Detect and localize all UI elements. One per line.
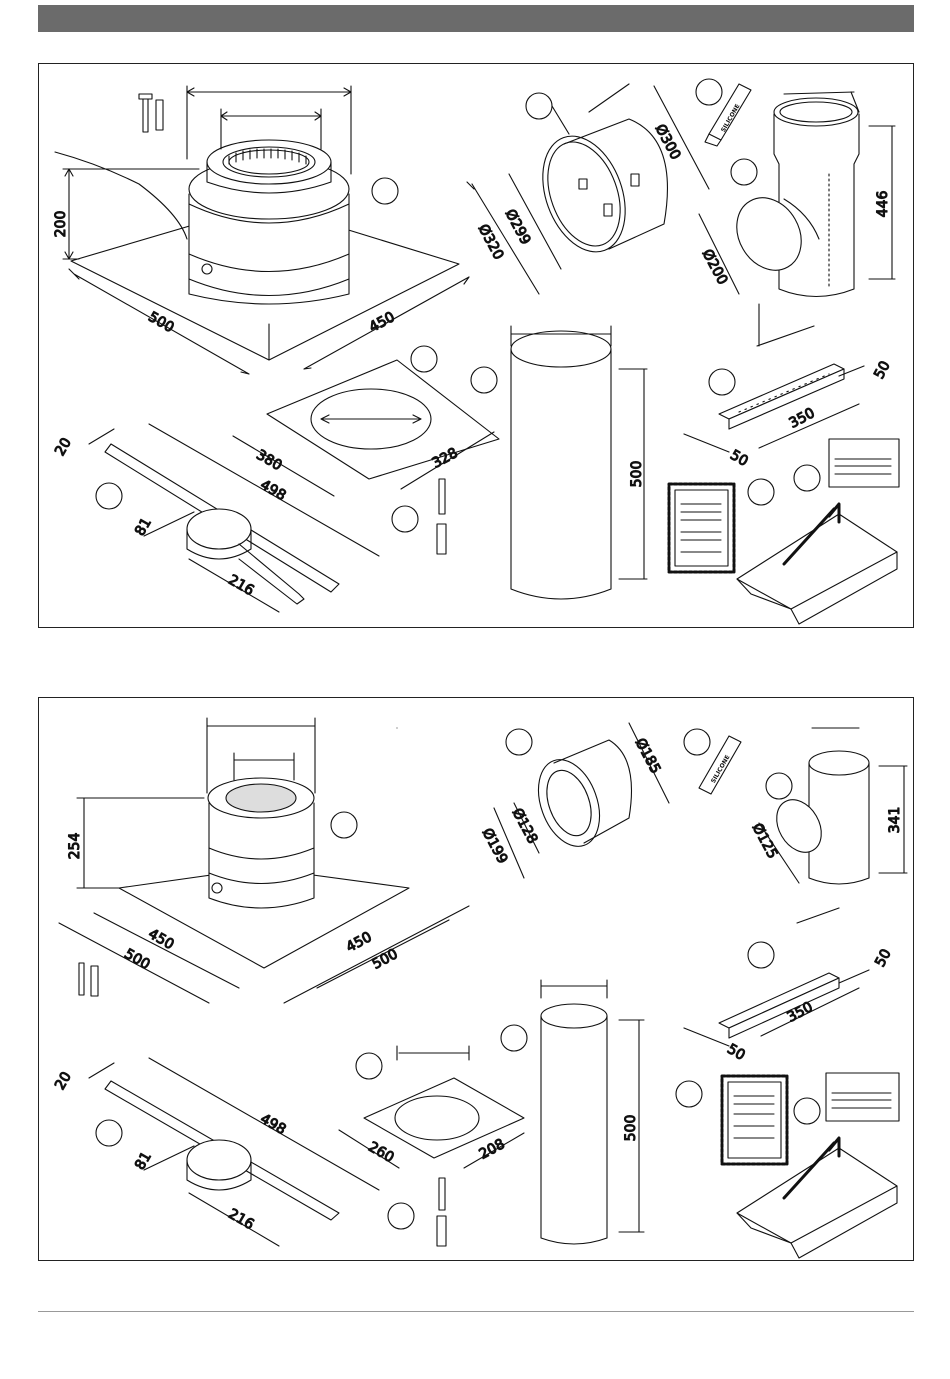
dim-band-20: 20 bbox=[52, 435, 75, 458]
dim-plate-500a: 500 bbox=[121, 946, 152, 973]
dim-tee-d125: Ø125 bbox=[749, 821, 781, 862]
instruction-documents bbox=[722, 1076, 787, 1164]
callout-circle bbox=[748, 479, 774, 505]
dim-plate-450: 450 bbox=[367, 309, 398, 336]
straight-pipe bbox=[541, 1004, 607, 1244]
callout-circle bbox=[748, 942, 774, 968]
callout-circle bbox=[372, 178, 398, 204]
dim-height-254: 254 bbox=[67, 833, 83, 860]
dim-band-81: 81 bbox=[132, 1149, 155, 1172]
dim-pipe-500: 500 bbox=[629, 461, 645, 488]
wall-plate bbox=[267, 360, 499, 479]
screw-and-plug-icon bbox=[79, 963, 98, 996]
callout-circle bbox=[506, 729, 532, 755]
callout-circle bbox=[356, 1053, 382, 1079]
callout-circle bbox=[731, 159, 757, 185]
dim-tee-341: 341 bbox=[887, 807, 903, 834]
callout-circle bbox=[766, 773, 792, 799]
dim-rail-50b: 50 bbox=[871, 358, 893, 381]
dim-plate-380: 380 bbox=[253, 447, 284, 474]
callout-circle bbox=[96, 1120, 122, 1146]
dim-d128: Ø128 bbox=[509, 806, 541, 847]
dim-d185: Ø185 bbox=[632, 736, 664, 777]
adapter-sleeve bbox=[528, 119, 668, 263]
screw-and-plug-icon bbox=[437, 1178, 446, 1246]
dim-rail-50a: 50 bbox=[727, 447, 750, 470]
dim-pipe-500: 500 bbox=[623, 1115, 639, 1142]
dim-plate-208: 208 bbox=[477, 1136, 508, 1163]
callout-circle bbox=[676, 1081, 702, 1107]
dim-plate-450a: 450 bbox=[145, 926, 176, 953]
mounting-rail bbox=[719, 973, 839, 1038]
dim-d320: Ø320 bbox=[475, 222, 507, 263]
callout-circle bbox=[392, 506, 418, 532]
kit-panel-top: 200 500 450 Ø320 Ø299 Ø300 SILICONE bbox=[38, 63, 914, 628]
tee-piece bbox=[724, 98, 859, 297]
dim-plate-500: 500 bbox=[145, 309, 176, 336]
kit-panel-bottom: 254 450 500 450 500 Ø185 Ø128 Ø199 SILIC… bbox=[38, 697, 914, 1261]
callout-circle bbox=[96, 483, 122, 509]
roof-flashing-unit bbox=[55, 140, 459, 360]
adapter-sleeve bbox=[527, 740, 631, 855]
header-bar bbox=[38, 5, 914, 32]
dim-rail-350: 350 bbox=[787, 405, 818, 432]
dim-band-498: 498 bbox=[257, 477, 288, 504]
dim-rail-50a: 50 bbox=[724, 1041, 747, 1064]
footer-divider bbox=[38, 1311, 914, 1312]
callout-circle bbox=[388, 1203, 414, 1229]
callout-circle bbox=[471, 367, 497, 393]
dim-band-216: 216 bbox=[225, 572, 256, 599]
straight-pipe bbox=[511, 331, 611, 599]
callout-circle bbox=[526, 93, 552, 119]
dim-band-81: 81 bbox=[132, 515, 155, 538]
dim-tee-446: 446 bbox=[875, 191, 891, 218]
dim-plate-260: 260 bbox=[365, 1139, 396, 1166]
packaging-box bbox=[737, 439, 899, 624]
callout-circle bbox=[411, 346, 437, 372]
callout-circle bbox=[696, 79, 722, 105]
dim-height-200: 200 bbox=[53, 211, 69, 238]
tee-piece bbox=[768, 751, 869, 884]
dim-band-20: 20 bbox=[52, 1069, 75, 1092]
screw-and-plug-icon bbox=[139, 94, 163, 132]
screw-and-plug-icon bbox=[437, 479, 446, 554]
callout-circle bbox=[501, 1025, 527, 1051]
callout-circle bbox=[709, 369, 735, 395]
callout-circle bbox=[794, 1098, 820, 1124]
dim-plate-500b: 500 bbox=[370, 946, 401, 973]
callout-circle bbox=[684, 729, 710, 755]
dim-d199: Ø199 bbox=[479, 826, 511, 867]
instruction-documents bbox=[669, 484, 734, 572]
dim-rail-50b: 50 bbox=[872, 946, 894, 969]
dim-band-216: 216 bbox=[225, 1206, 256, 1233]
callout-circle bbox=[331, 812, 357, 838]
callout-circle bbox=[794, 465, 820, 491]
dim-plate-450b: 450 bbox=[344, 929, 375, 956]
dim-band-498: 498 bbox=[257, 1111, 288, 1138]
